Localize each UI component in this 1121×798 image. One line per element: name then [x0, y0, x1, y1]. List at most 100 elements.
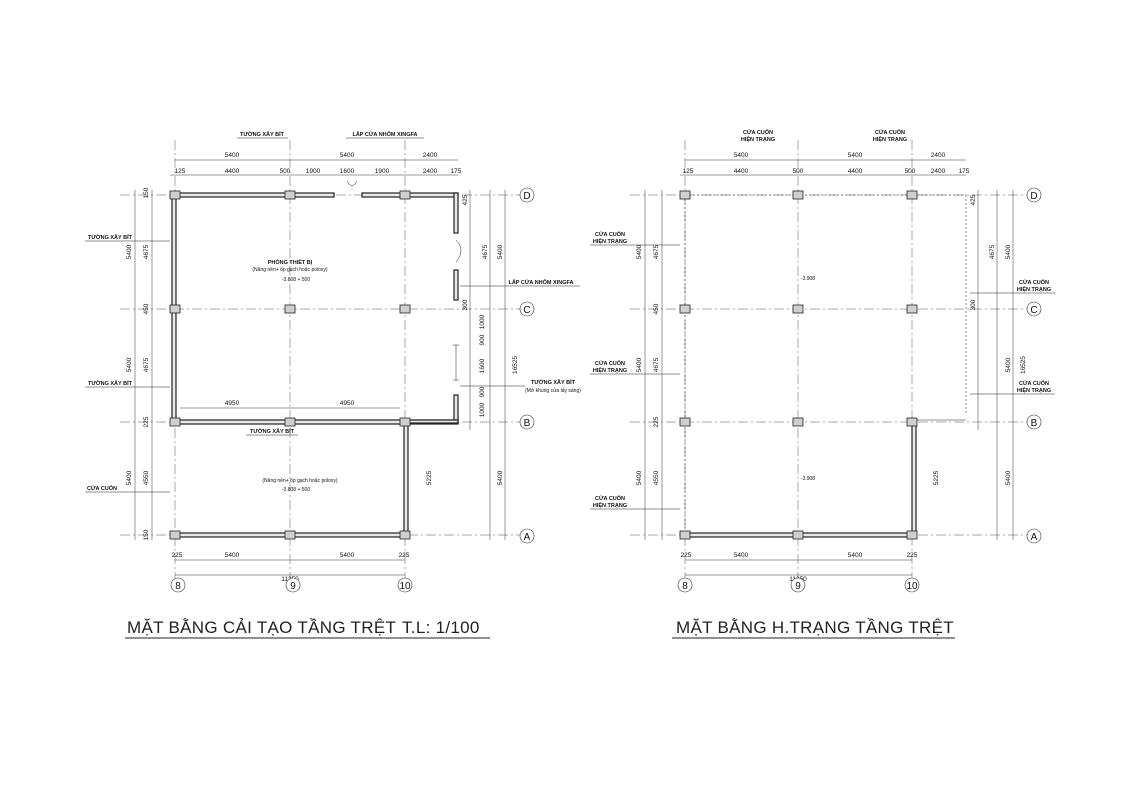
dim-top-outer: 2400 — [931, 152, 946, 159]
dim-right-inner: 900 — [479, 386, 486, 397]
annotations: CỬA CUỐN HIỆN TRẠNG CỬA CUỐN HIỆN TRẠNG … — [590, 129, 1055, 510]
dim-right-inner: 425 — [970, 194, 977, 205]
dim-top-outer: 5400 — [340, 152, 355, 159]
dim-left-inner: 4550 — [653, 470, 660, 485]
title-renovation: MẶT BẰNG CẢI TẠO TẦNG TRỆT T.L: 1/100 — [125, 618, 490, 639]
axis-col-10: 10 — [906, 581, 918, 592]
title-existing-text: MẶT BẰNG H.TRẠNG TẦNG TRỆT — [676, 618, 954, 637]
dim-a-b-height: 5225 — [933, 470, 940, 485]
dim-right-inner: 4675 — [482, 244, 489, 259]
axis-col-8: 8 — [175, 581, 181, 592]
axis-col-9: 9 — [795, 581, 801, 592]
dim-bottom-edge: 225 — [399, 552, 410, 559]
level-lower: -3.908 — [801, 476, 815, 482]
note-shutter: CỬA CUỐN — [743, 129, 773, 136]
dim-top-inner: 175 — [451, 168, 462, 175]
grid-lines — [630, 140, 1040, 580]
dim-left-inner: 150 — [143, 529, 150, 540]
dim-right-inner: 1000 — [479, 402, 486, 417]
dim-bottom-span: 5400 — [734, 552, 749, 559]
axis-row-d: D — [523, 191, 530, 202]
dim-left-inner: 4675 — [143, 244, 150, 259]
axis-row-c: C — [1030, 305, 1037, 316]
level-upper: -3.908 — [801, 276, 815, 282]
columns — [679, 190, 918, 540]
note-shutter-sub: HIỆN TRẠNG — [1017, 386, 1051, 394]
title-renovation-text: MẶT BẰNG CẢI TẠO TẦNG TRỆT — [127, 618, 396, 637]
dim-bottom-edge: 225 — [681, 552, 692, 559]
note-right-wall: TƯỜNG XÂY BÍT — [531, 378, 576, 386]
dim-top-inner: 2400 — [423, 168, 438, 175]
axis-row-a: A — [524, 532, 531, 543]
axis-bubbles: 8 9 10 D C B A — [170, 187, 535, 593]
dim-left-outer: 5400 — [126, 470, 133, 485]
dim-right-inner: 1000 — [479, 314, 486, 329]
dim-right-inner: 4675 — [989, 244, 996, 259]
plan-existing: 5400 5400 2400 125 4400 500 4400 500 240… — [590, 129, 1055, 639]
dim-top-outer: 2400 — [423, 152, 438, 159]
wall-b-dimensions: 4950 4950 — [180, 400, 400, 409]
room-name: PHÒNG THIẾT BỊ — [268, 258, 313, 266]
axis-row-a: A — [1031, 532, 1038, 543]
dim-left-inner: 225 — [143, 416, 150, 427]
dim-left-outer: 5400 — [126, 244, 133, 259]
dim-a-b-height: 5225 — [426, 470, 433, 485]
note-shutter-sub: HIỆN TRẠNG — [1017, 285, 1051, 293]
dim-left-inner: 4675 — [143, 357, 150, 372]
dim-top-outer: 5400 — [734, 152, 749, 159]
axis-row-c: C — [523, 305, 530, 316]
dim-top-inner: 4400 — [848, 168, 863, 175]
dim-right-inner: 425 — [462, 194, 469, 205]
axis-row-d: D — [1030, 191, 1037, 202]
dim-right-inner: 300 — [462, 299, 469, 310]
dim-top-inner: 4400 — [734, 168, 749, 175]
dim-top-inner: 125 — [683, 168, 694, 175]
note-shutter-sub: HIỆN TRẠNG — [741, 135, 775, 143]
right-dimensions: 425 4675 300 1000 900 1600 900 1000 5400… — [426, 190, 519, 540]
dim-top-inner: 1900 — [375, 168, 390, 175]
note-shutter: CỬA CUỐN — [875, 129, 905, 136]
dim-left-inner: 4675 — [653, 244, 660, 259]
note-shutter-sub: HIỆN TRẠNG — [873, 135, 907, 143]
room-level: -3.808 + 500 — [282, 277, 310, 283]
axis-row-b: B — [524, 418, 531, 429]
note-top-wall: TƯỜNG XÂY BÍT — [240, 130, 285, 138]
note-mid-wall: TƯỜNG XÂY BÍT — [250, 427, 295, 435]
dim-left-outer: 5400 — [636, 244, 643, 259]
axis-col-9: 9 — [290, 581, 296, 592]
dim-top-inner: 1900 — [306, 168, 321, 175]
dim-bottom-edge: 225 — [907, 552, 918, 559]
dim-top-inner: 2400 — [931, 168, 946, 175]
room-note: (Nâng nền+ ốp gạch hoặc poloxy) — [252, 267, 328, 273]
dim-right-outer: 5400 — [497, 470, 504, 485]
annotations: TƯỜNG XÂY BÍT LẮP CỬA NHÔM XINGFA TƯỜNG … — [85, 130, 581, 493]
dim-left-inner: 225 — [653, 416, 660, 427]
dim-right-total: 16525 — [1020, 356, 1027, 374]
note-shutter: CỬA CUỐN — [1019, 279, 1049, 286]
dim-right-inner: 900 — [479, 334, 486, 345]
lower-level: -3.808 + 500 — [282, 487, 310, 493]
dim-top-inner: 500 — [793, 168, 804, 175]
dim-left-inner: 4675 — [653, 357, 660, 372]
dim-top-outer: 5400 — [848, 152, 863, 159]
dim-bottom-span: 5400 — [340, 552, 355, 559]
columns — [169, 190, 411, 540]
dim-top-outer: 5400 — [225, 152, 240, 159]
note-left-wall-1: TƯỜNG XÂY BÍT — [88, 233, 133, 241]
dim-top-inner: 125 — [175, 168, 186, 175]
top-dimensions: 5400 5400 2400 125 4400 500 4400 500 240… — [680, 152, 970, 176]
note-left-wall-2: TƯỜNG XÂY BÍT — [88, 379, 133, 387]
walls — [682, 194, 967, 538]
note-right-wall-sub: (Mở khung cửa lấy sáng) — [525, 387, 581, 394]
note-shutter: CỬA CUỐN — [1019, 380, 1049, 387]
dim-right-outer: 5400 — [1005, 357, 1012, 372]
note-shutter: CỬA CUỐN — [595, 495, 625, 502]
left-dimensions: 5400 5400 5400 150 4675 450 4675 225 455… — [126, 187, 153, 540]
dim-right-total: 16525 — [512, 356, 519, 374]
dim-right-outer: 5400 — [497, 244, 504, 259]
dim-b-span: 4950 — [225, 400, 240, 407]
left-dimensions: 5400 5400 5400 4675 450 4675 225 4550 — [636, 190, 663, 540]
dim-left-outer: 5400 — [636, 357, 643, 372]
axis-col-8: 8 — [682, 581, 688, 592]
